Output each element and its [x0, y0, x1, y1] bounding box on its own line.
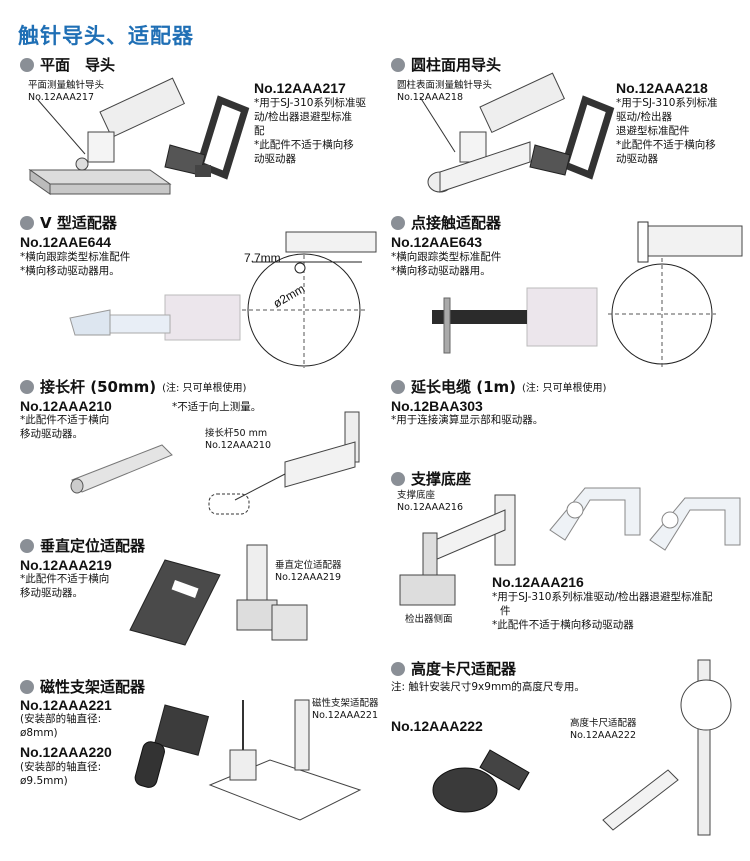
page-title: 触针导头、适配器: [18, 24, 194, 48]
notes-vertical-adapter: *此配件不适于横向移动驱动器。: [20, 573, 110, 599]
support-base-illustration: [399, 494, 516, 606]
notes-point-adapter: *横向跟踪类型标准配件*横向移动驱动器用。: [391, 251, 502, 277]
bullet-icon: [20, 215, 34, 230]
section-heading-extension-rod: 接长杆 (50mm) (注: 只可单根使用): [20, 376, 246, 397]
model-number: No.12AAA219: [20, 557, 112, 573]
height-gauge-mounted-illustration: [602, 659, 732, 836]
bullet-icon: [391, 661, 405, 676]
cylinder-guide-part-illustration: [529, 95, 615, 180]
shaft-diameter-2: (安装部的轴直径:ø9.5mm): [20, 761, 102, 787]
v-adapter-diagram: [242, 231, 377, 368]
notes-flat-guide: *用于SJ-310系列标准驱动/检出器退避型标准 配*此配件不适于横向移 动驱动…: [254, 97, 366, 165]
model-number: No.12AAA210: [20, 398, 112, 414]
model-number: No.12AAE644: [20, 234, 112, 250]
notes-v-adapter: *横向跟踪类型标准配件*横向移动驱动器用。: [20, 251, 131, 277]
bullet-icon: [20, 679, 34, 694]
notes-support-base: *用于SJ-310系列标准驱动/检出器退避型标准配 件 *此配件不适于横向移动驱…: [492, 591, 713, 631]
bullet-icon: [20, 379, 34, 394]
section-heading-point-adapter: 点接触适配器: [391, 212, 501, 233]
model-number: No.12AAA220: [20, 744, 112, 760]
bullet-icon: [20, 538, 34, 553]
notes-extension-rod: *此配件不适于横向移动驱动器。: [20, 414, 110, 440]
bullet-icon: [391, 471, 405, 486]
bullet-icon: [391, 57, 405, 72]
note-height-gauge: 注: 触针安装尺寸9x9mm的高度尺专用。: [391, 681, 585, 693]
vertical-adapter-part-illustration: [129, 559, 221, 646]
section-heading-v-adapter: V 型适配器: [20, 212, 117, 233]
section-heading-cylinder-guide: 圆柱面用导头: [391, 54, 501, 75]
notes-extension-cable: *用于连接演算显示部和驱动器。: [391, 414, 544, 426]
model-number: No.12AAA222: [391, 718, 483, 734]
section-heading-support-base: 支撑底座: [391, 468, 471, 489]
magnetic-adapter-mounted-illustration: [208, 699, 362, 821]
bullet-icon: [391, 379, 405, 394]
height-gauge-adapter-part-illustration: [432, 749, 530, 813]
extension-rod-illustration: [70, 444, 173, 494]
model-number: No.12AAA216: [492, 574, 584, 590]
flat-guide-part-illustration: [164, 95, 250, 180]
model-number: No.12AAE643: [391, 234, 483, 250]
notes-cylinder-guide: *用于SJ-310系列标准驱动/检出器 退避型标准配件*此配件不适于横向移 动驱…: [616, 97, 718, 165]
v-adapter-illustration: [69, 294, 241, 341]
section-heading-vertical-adapter: 垂直定位适配器: [20, 535, 145, 556]
cylinder-guide-illustration: [419, 72, 566, 193]
bullet-icon: [391, 215, 405, 230]
section-heading-height-gauge-adapter: 高度卡尺适配器: [391, 658, 516, 679]
point-adapter-diagram: [608, 221, 743, 368]
extension-rod-mounted-illustration: [208, 411, 360, 515]
detector-side-label: 检出器侧面: [405, 614, 453, 625]
model-number: No.12AAA221: [20, 697, 112, 713]
note-no-upward: *不适于向上测量。: [172, 401, 262, 413]
point-adapter-illustration: [432, 287, 598, 354]
vertical-adapter-mounted-illustration: [236, 544, 308, 641]
model-number: No.12AAA218: [616, 80, 708, 96]
magnetic-adapter-part-illustration: [134, 704, 210, 788]
bullet-icon: [20, 57, 34, 72]
section-heading-extension-cable: 延长电缆 (1m) (注: 只可单根使用): [391, 376, 606, 397]
support-base-part-illustration: [549, 487, 741, 551]
shaft-diameter-1: (安装部的轴直径:ø8mm): [20, 713, 102, 739]
section-heading-flat-guide: 平面 导头: [20, 54, 115, 75]
section-heading-magnetic-adapter: 磁性支架适配器: [20, 676, 145, 697]
model-number: No.12AAA217: [254, 80, 346, 96]
flat-guide-illustration: [28, 77, 186, 195]
model-number: No.12BAA303: [391, 398, 483, 414]
